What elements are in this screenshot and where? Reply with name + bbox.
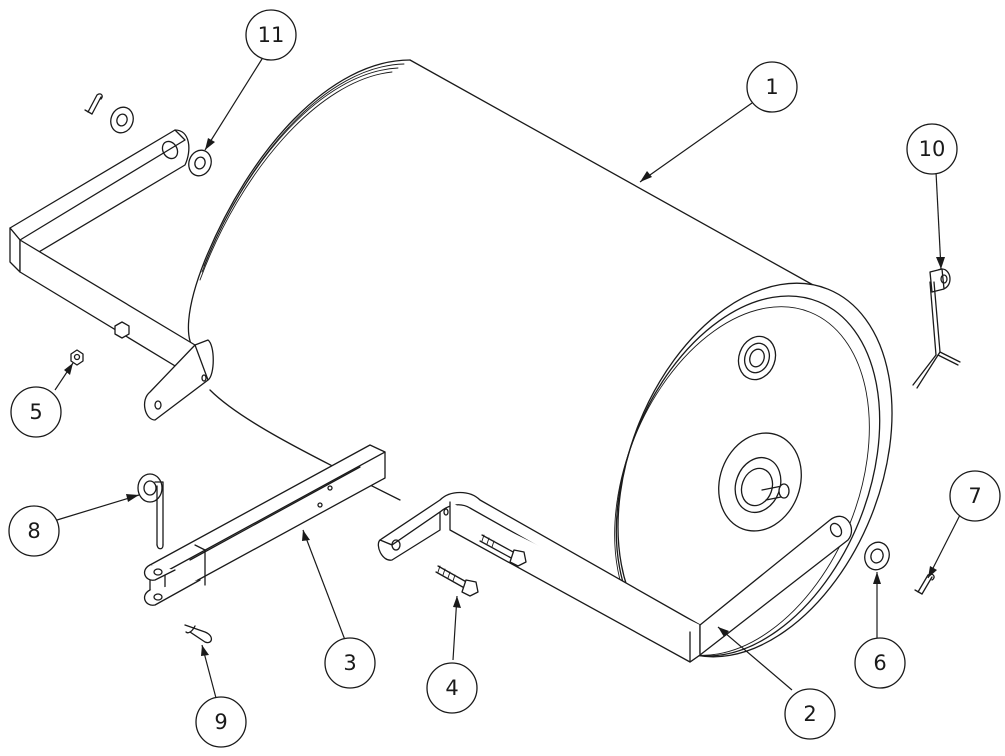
- callout-4-label: 4: [445, 676, 458, 700]
- tow-tongue: [143, 444, 386, 606]
- hex-bolt: [435, 565, 479, 597]
- callout-1: 1: [746, 61, 798, 113]
- scraper-bracket: [912, 268, 961, 389]
- left-frame-arm: [9, 129, 214, 421]
- cotter-pin-left: [84, 93, 103, 115]
- callout-7: 7: [949, 470, 1001, 522]
- callout-5: 5: [10, 386, 62, 438]
- callout-5-label: 5: [29, 400, 42, 424]
- callout-11-label: 11: [258, 23, 285, 47]
- callout-4: 4: [426, 662, 478, 714]
- callout-3: 3: [324, 637, 376, 689]
- callout-8: 8: [8, 505, 60, 557]
- callout-3-label: 3: [343, 651, 356, 675]
- cotter-pin-right: [914, 573, 935, 595]
- callout-6-label: 6: [873, 651, 886, 675]
- callout-7-label: 7: [968, 484, 981, 508]
- frame-bolt: [479, 534, 527, 567]
- hex-nut: [70, 349, 84, 366]
- callout-11: 11: [245, 9, 297, 61]
- callout-1-label: 1: [765, 75, 778, 99]
- flat-washer-upper: [110, 106, 212, 177]
- callout-2-label: 2: [803, 702, 816, 726]
- hair-pin-clip: [184, 624, 213, 644]
- callout-10-label: 10: [919, 137, 946, 161]
- flat-washer-right: [864, 541, 890, 571]
- callout-10: 10: [906, 123, 958, 175]
- roller-drum: [187, 59, 893, 658]
- callout-6: 6: [854, 637, 906, 689]
- callout-9-label: 9: [214, 710, 227, 734]
- hitch-pin: [137, 473, 164, 550]
- right-frame-arm: [377, 491, 853, 663]
- callout-8-label: 8: [27, 519, 40, 543]
- callout-leaders: [54, 58, 961, 699]
- callout-2: 2: [784, 688, 836, 740]
- callout-9: 9: [195, 696, 247, 748]
